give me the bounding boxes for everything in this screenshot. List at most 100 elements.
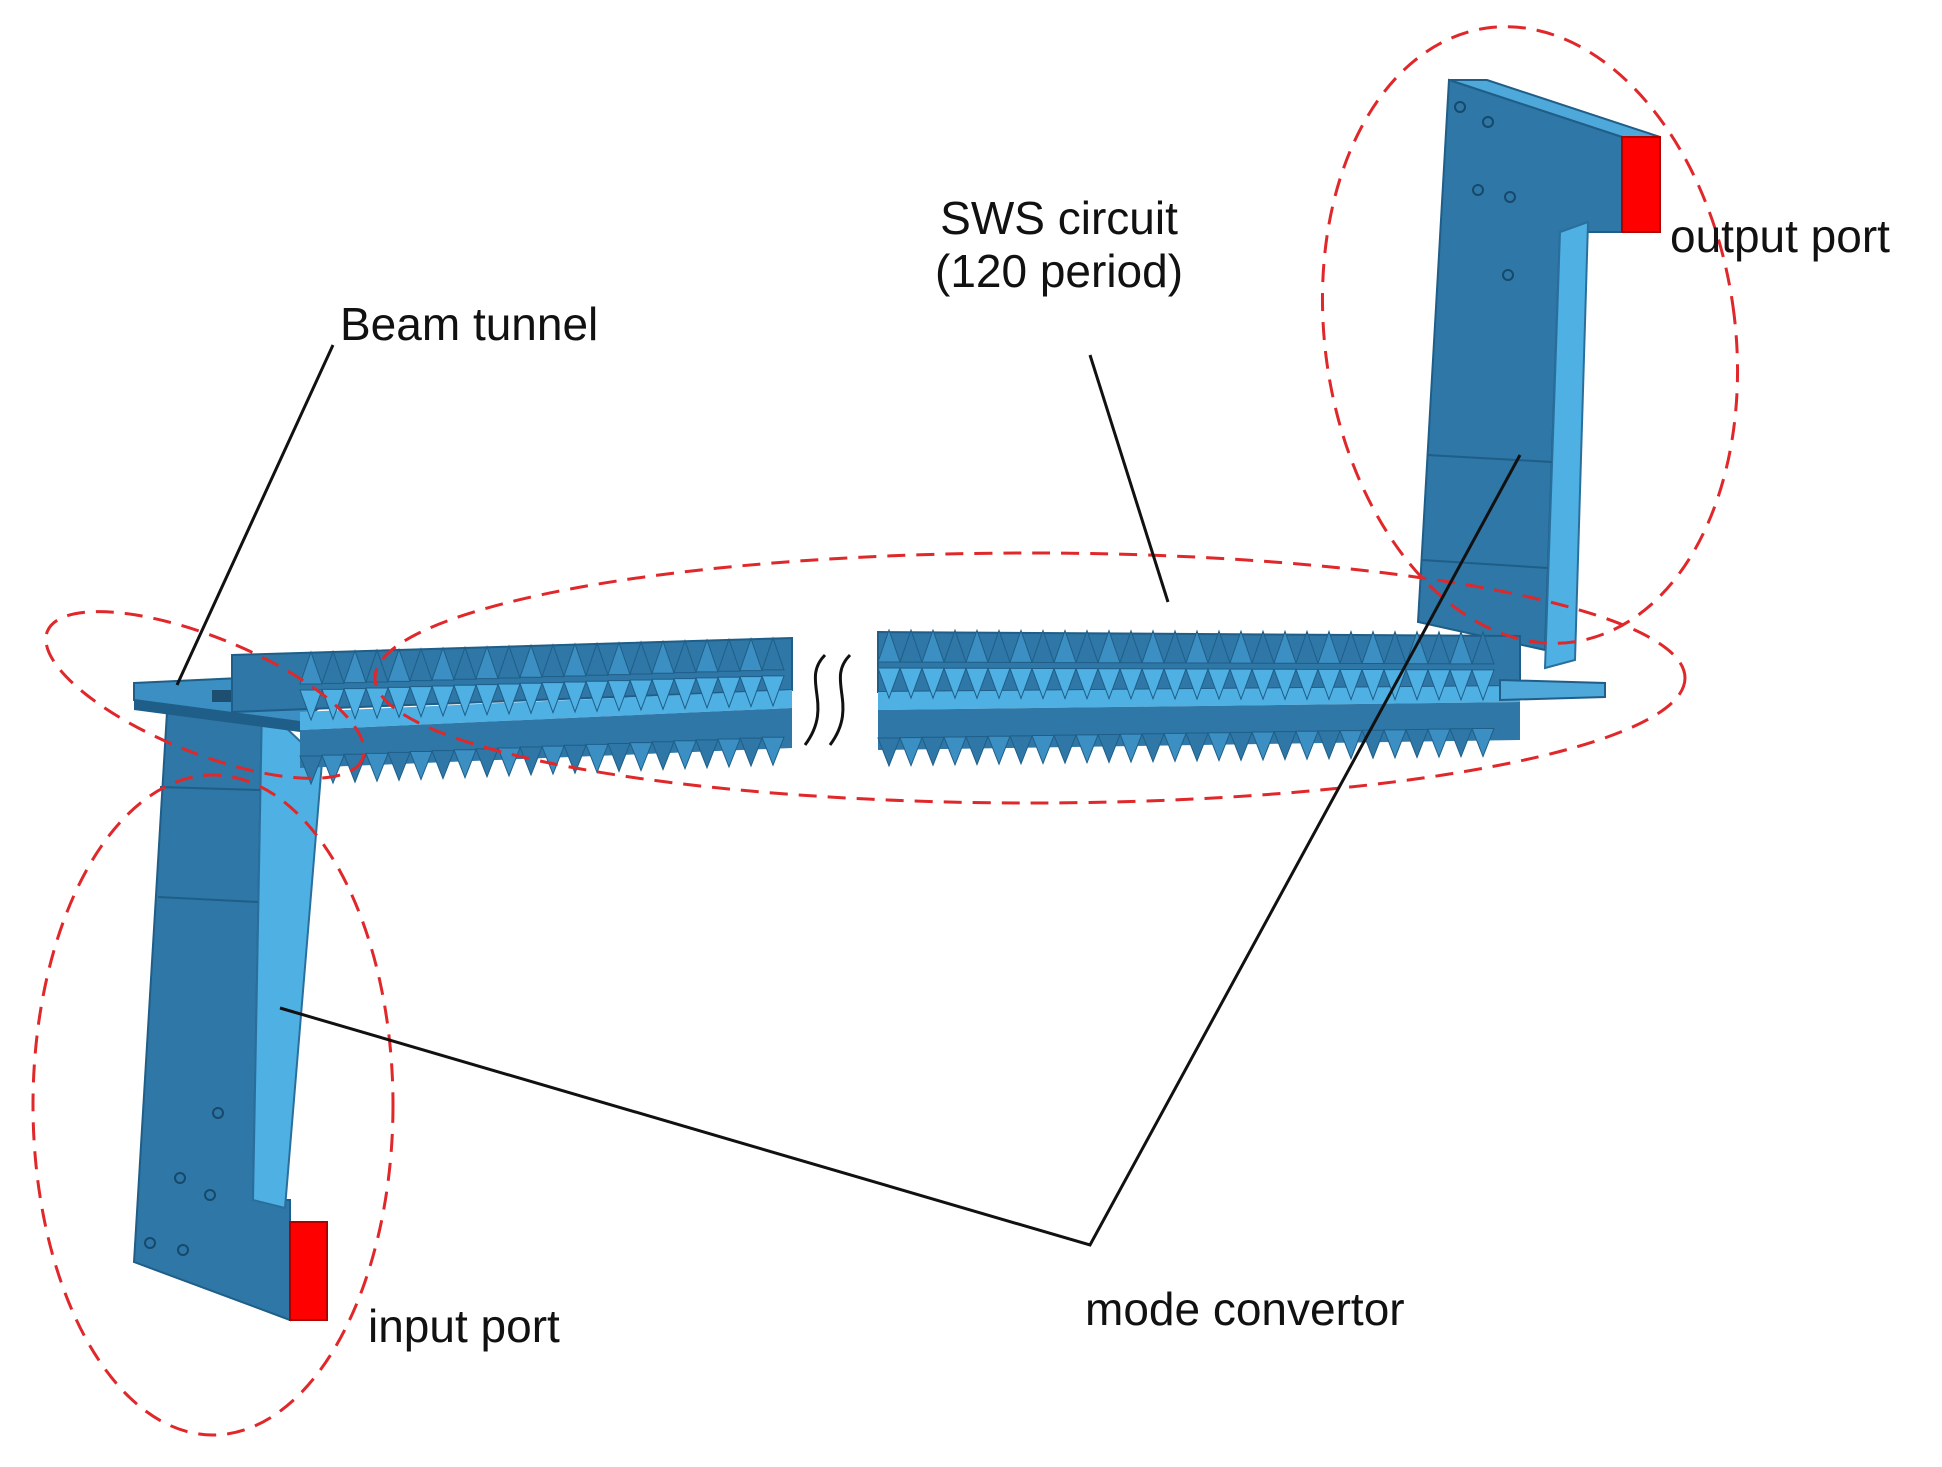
sws-middle-tooth	[1097, 668, 1121, 701]
highlight-rings	[31, 25, 1740, 1437]
sws-middle-tooth	[1163, 668, 1187, 701]
sws-middle-tooth	[343, 688, 367, 721]
input-mode-convertor	[132, 702, 328, 1322]
sws-upper-tooth	[1207, 629, 1231, 664]
beam-tunnel-ring	[44, 610, 366, 780]
sws-lower-tooth	[1471, 727, 1495, 758]
sws-upper-tooth	[965, 628, 989, 663]
sws-upper-tooth	[1273, 629, 1297, 664]
sws-middle-tooth	[1317, 668, 1341, 701]
sws-lower-tooth	[1031, 735, 1055, 765]
sws-upper-tooth	[1449, 630, 1473, 665]
sws-lower-tooth	[1383, 729, 1407, 760]
sws-middle-tooth	[431, 685, 455, 718]
sws-lower-tooth	[1361, 729, 1385, 760]
sws-lower-tooth	[1273, 731, 1297, 762]
sws-lower-tooth	[475, 748, 499, 779]
sws-upper-tooth	[761, 636, 785, 671]
sws-lower-tooth	[1119, 733, 1143, 764]
sws-upper-tooth	[717, 637, 741, 672]
sws-upper-tooth	[899, 628, 923, 663]
sws-upper-tooth	[1251, 629, 1275, 664]
sws-middle-tooth	[629, 679, 653, 712]
sws-upper-tooth	[629, 640, 653, 675]
sws-lower-tooth	[497, 747, 521, 778]
sws-middle-tooth	[475, 684, 499, 717]
sws-middle-tooth	[1449, 669, 1473, 702]
sws-middle-tooth	[943, 667, 967, 700]
sws-circuit-leader	[1088, 354, 1170, 603]
sws-middle-tooth	[1031, 667, 1055, 700]
sws-upper-tooth	[299, 650, 323, 685]
sws-middle-tooth	[1427, 669, 1451, 702]
sws-lower-tooth	[673, 740, 697, 771]
sws-lower-tooth	[1251, 731, 1275, 762]
sws-upper-tooth	[1141, 629, 1165, 664]
sws-upper-tooth	[1229, 629, 1253, 664]
sws-middle-tooth	[1405, 669, 1429, 702]
sws-lower-tooth	[1075, 734, 1099, 765]
sws-lower-tooth	[387, 751, 411, 782]
sws-lower-tooth	[1317, 730, 1341, 761]
sws-lower-tooth	[629, 742, 653, 772]
sws-middle-tooth	[899, 667, 923, 700]
sws-lower-tooth	[1141, 733, 1165, 764]
sws-upper-tooth	[365, 648, 389, 683]
sws-upper-tooth	[321, 649, 345, 684]
sws-middle-tooth	[1185, 668, 1209, 701]
sws-middle-tooth	[1295, 668, 1319, 701]
sws-upper-tooth	[1053, 629, 1077, 664]
sws-upper-tooth	[1361, 630, 1385, 665]
sws-upper-tooth	[431, 646, 455, 681]
sws-circuit-label-line1: SWS circuit	[940, 192, 1178, 244]
sws-middle-tooth	[607, 680, 631, 713]
sws-middle-tooth	[673, 678, 697, 711]
sws-lower-tooth	[1449, 728, 1473, 759]
output-port-label: output port	[1670, 210, 1890, 262]
sws-lower-tooth	[943, 736, 967, 767]
sws-middle-tooth	[497, 683, 521, 716]
sws-middle-tooth	[409, 686, 433, 719]
sws-lower-tooth	[921, 736, 945, 767]
sws-upper-tooth	[1119, 629, 1143, 664]
sws-lower-tooth	[651, 741, 675, 772]
sws-upper-tooth	[497, 644, 521, 679]
sws-lower-tooth	[365, 752, 389, 783]
sws-circuit	[231, 628, 1606, 786]
sws-middle-tooth	[1251, 668, 1275, 701]
sws-middle-tooth	[651, 678, 675, 711]
sws-lower-tooth	[321, 754, 345, 785]
sws-lower-tooth	[299, 755, 323, 786]
sws-middle-tooth	[453, 684, 477, 717]
sws-upper-tooth	[1031, 628, 1055, 663]
sws-break-symbol	[803, 653, 852, 746]
sws-upper-tooth	[541, 643, 565, 678]
output-converter-inner-face	[1543, 220, 1590, 670]
sws-upper-tooth	[453, 645, 477, 680]
sws-middle-tooth	[1075, 668, 1099, 701]
sws-upper-tooth	[519, 643, 543, 678]
sws-upper-tooth	[1075, 629, 1099, 664]
sws-circuit-label: SWS circuit (120 period)	[935, 192, 1183, 298]
sws-middle-tooth	[1471, 669, 1495, 702]
sws-upper-tooth	[921, 628, 945, 663]
sws-middle-tooth	[877, 667, 901, 700]
input-port-label: input port	[368, 1300, 560, 1352]
sws-circuit-label-line2: (120 period)	[935, 244, 1184, 297]
sws-lower-tooth	[877, 737, 901, 768]
sws-middle-tooth	[541, 682, 565, 715]
sws-lower-tooth	[1427, 728, 1451, 759]
sws-upper-tooth	[563, 642, 587, 677]
sws-middle-tooth	[1053, 668, 1077, 701]
beam-tunnel-label: Beam tunnel	[340, 298, 599, 350]
sws-upper-tooth	[1009, 628, 1033, 663]
sws-upper-tooth	[651, 639, 675, 674]
sws-circuit-ring	[373, 551, 1687, 805]
sws-middle-tooth	[739, 676, 763, 709]
sws-upper-tooth	[1317, 629, 1341, 664]
sws-middle-tooth	[387, 686, 411, 719]
sws-upper-tooth	[943, 628, 967, 663]
sws-middle-tooth	[519, 682, 543, 715]
sws-upper-tooth	[987, 628, 1011, 663]
